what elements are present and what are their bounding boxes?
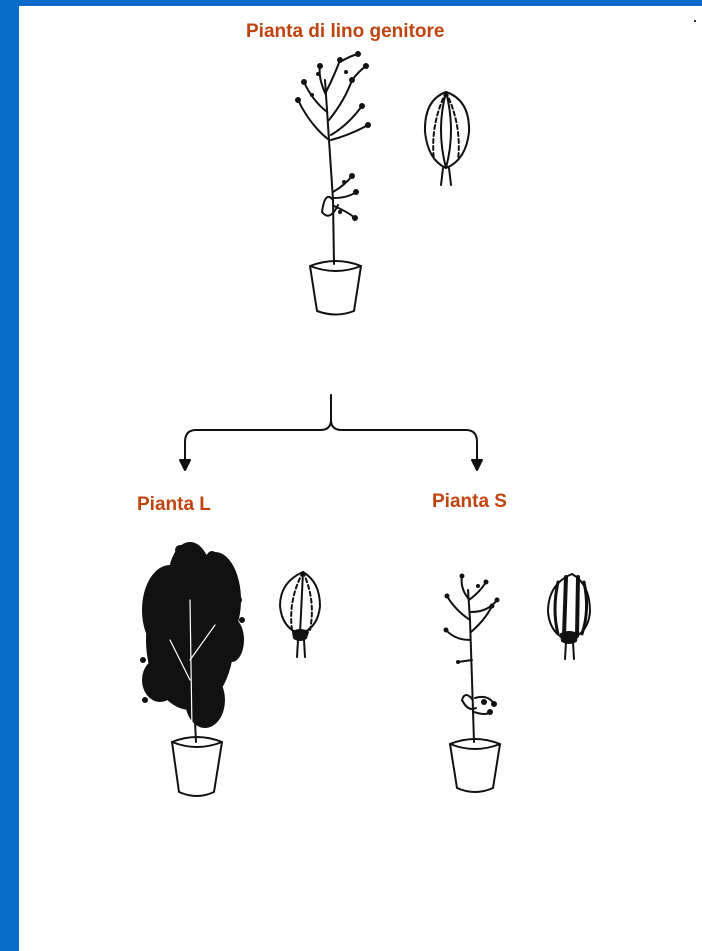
parent-capsule-icon [425, 92, 469, 185]
arrow-right-head-icon [472, 460, 482, 470]
parent-plant-illustration [298, 54, 368, 315]
plant-s-capsule-icon [548, 574, 590, 659]
cross-arrow [180, 395, 482, 470]
plant-l-pot-icon [172, 737, 222, 796]
plant-l-capsule-icon [280, 572, 320, 657]
arrow-left-head-icon [180, 460, 190, 470]
plant-l-foliage [140, 542, 245, 728]
